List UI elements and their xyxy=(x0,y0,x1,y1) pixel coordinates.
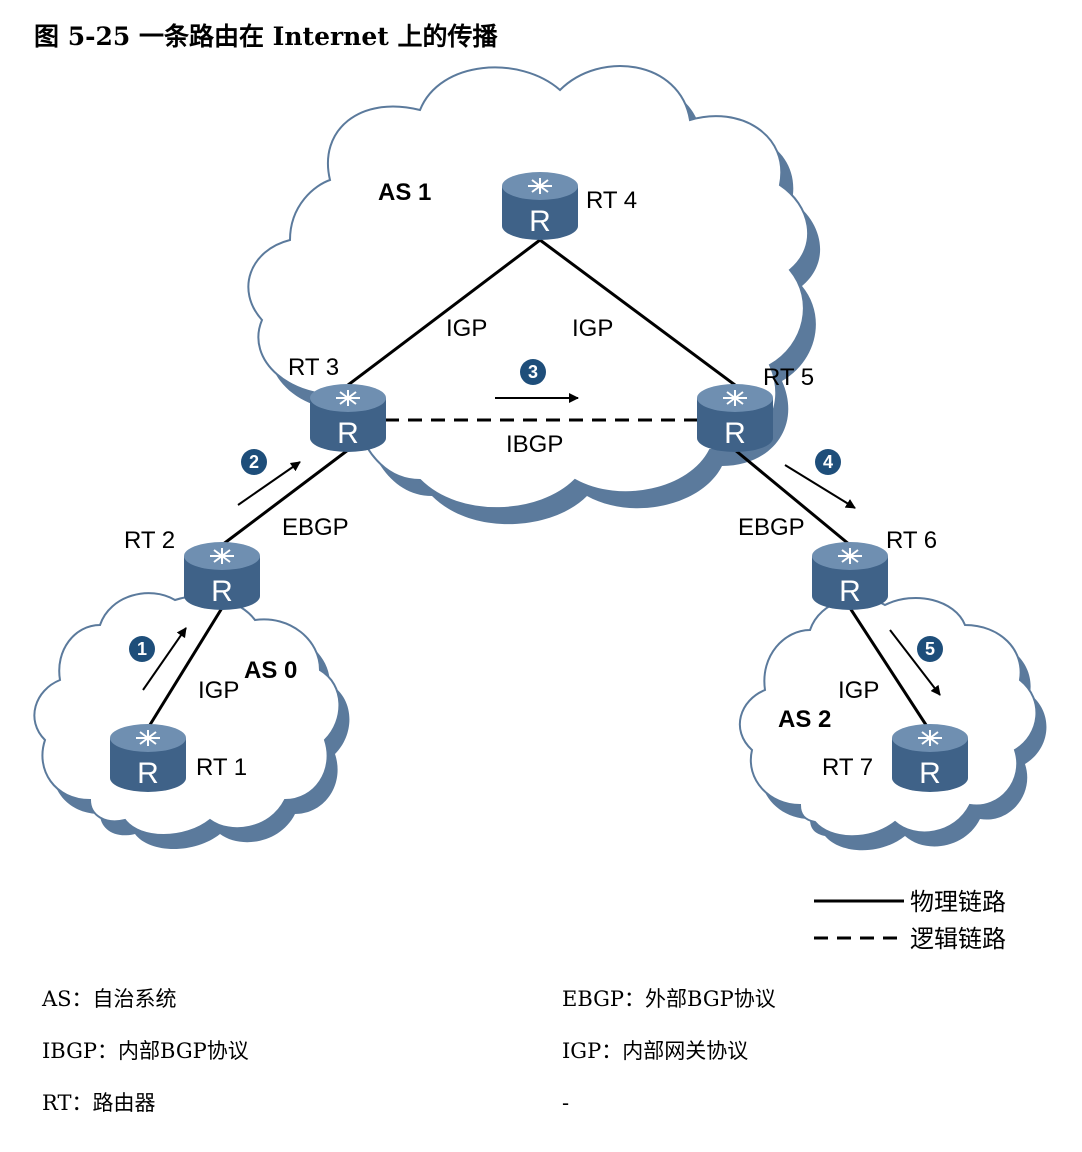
legend-logical-label: 逻辑链路 xyxy=(910,925,1006,953)
step-badge-4: 4 xyxy=(815,449,841,475)
glossary-item-rt: RT：路由器 xyxy=(42,1091,155,1115)
svg-text:R: R xyxy=(211,575,233,608)
router-labels: RT 1 RT 2 RT 3 RT 4 RT 5 RT 6 RT 7 xyxy=(124,187,937,781)
router-label-rt5: RT 5 xyxy=(763,364,814,391)
as-label-as2: AS 2 xyxy=(778,706,831,733)
router-label-rt3: RT 3 xyxy=(288,354,339,381)
link-labels: IGP EBGP IGP IGP IBGP EBGP IGP xyxy=(198,315,879,704)
glossary-item-ibgp: IBGP：内部BGP协议 xyxy=(42,1039,249,1063)
router-rt3: R xyxy=(310,384,386,452)
link-label-rt3-rt5: IBGP xyxy=(506,431,563,458)
figure-title: 图 5-25 一条路由在 Internet 上的传播 xyxy=(34,22,499,51)
svg-text:1: 1 xyxy=(137,639,147,659)
glossary-item-as: AS：自治系统 xyxy=(41,987,177,1011)
as0-cloud xyxy=(33,592,350,849)
router-label-rt6: RT 6 xyxy=(886,527,937,554)
router-label-rt4: RT 4 xyxy=(586,187,637,214)
router-arrows-icon xyxy=(838,548,862,564)
svg-text:R: R xyxy=(337,417,359,450)
router-arrows-icon xyxy=(136,730,160,746)
glossary-item-igp: IGP：内部网关协议 xyxy=(562,1039,748,1063)
link-rt4-rt5 xyxy=(539,238,736,387)
router-label-rt2: RT 2 xyxy=(124,527,175,554)
link-label-rt4-rt5: IGP xyxy=(572,315,613,342)
router-arrows-icon xyxy=(210,548,234,564)
link-rt5-rt6 xyxy=(734,448,851,547)
link-rt2-rt3 xyxy=(221,448,349,547)
router-rt1: R xyxy=(110,724,186,792)
svg-text:R: R xyxy=(919,757,941,790)
router-arrows-icon xyxy=(528,178,552,194)
step-badges: 1 2 3 4 5 xyxy=(129,359,943,662)
router-arrows-icon xyxy=(336,390,360,406)
router-rt4: R xyxy=(502,172,578,240)
svg-text:4: 4 xyxy=(823,452,833,472)
links xyxy=(146,238,930,729)
arrow-step-1 xyxy=(142,627,187,691)
arrow-step-5 xyxy=(889,629,941,696)
svg-text:R: R xyxy=(529,205,551,238)
propagation-arrows xyxy=(142,393,941,696)
svg-text:R: R xyxy=(137,757,159,790)
as-label-as0: AS 0 xyxy=(244,657,297,684)
svg-text:R: R xyxy=(839,575,861,608)
link-rt6-rt7 xyxy=(848,607,930,729)
step-badge-5: 5 xyxy=(917,636,943,662)
router-arrows-icon xyxy=(723,390,747,406)
arrow-step-2 xyxy=(237,461,301,506)
router-rt6: R xyxy=(812,542,888,610)
step-badge-1: 1 xyxy=(129,636,155,662)
arrow-step-4 xyxy=(784,464,856,509)
step-badge-3: 3 xyxy=(520,359,546,385)
router-rt7: R xyxy=(892,724,968,792)
link-label-rt6-rt7: IGP xyxy=(838,677,879,704)
svg-text:2: 2 xyxy=(249,452,259,472)
as-label-as1: AS 1 xyxy=(378,179,431,206)
svg-text:3: 3 xyxy=(528,362,538,382)
glossary-item-ebgp: EBGP：外部BGP协议 xyxy=(562,987,776,1011)
svg-text:5: 5 xyxy=(925,639,935,659)
router-arrows-icon xyxy=(918,730,942,746)
legend: 物理链路 逻辑链路 xyxy=(814,888,1006,953)
router-rt2: R xyxy=(184,542,260,610)
step-badge-2: 2 xyxy=(241,449,267,475)
link-label-rt3-rt4: IGP xyxy=(446,315,487,342)
link-rt1-rt2 xyxy=(146,607,224,729)
legend-physical-label: 物理链路 xyxy=(910,888,1006,916)
link-label-rt2-rt3: EBGP xyxy=(282,514,349,541)
link-label-rt1-rt2: IGP xyxy=(198,677,239,704)
router-label-rt7: RT 7 xyxy=(822,754,873,781)
as-labels: AS 0 AS 1 AS 2 xyxy=(244,179,831,733)
as1-cloud xyxy=(247,65,821,525)
glossary: AS：自治系统 EBGP：外部BGP协议 IBGP：内部BGP协议 IGP：内部… xyxy=(41,987,776,1115)
router-label-rt1: RT 1 xyxy=(196,754,247,781)
router-rt5: R xyxy=(697,384,773,452)
link-label-rt5-rt6: EBGP xyxy=(738,514,805,541)
svg-text:R: R xyxy=(724,417,746,450)
routers: R R R R R R xyxy=(110,172,968,792)
glossary-item-empty: - xyxy=(562,1091,569,1115)
link-rt3-rt4 xyxy=(347,238,541,387)
